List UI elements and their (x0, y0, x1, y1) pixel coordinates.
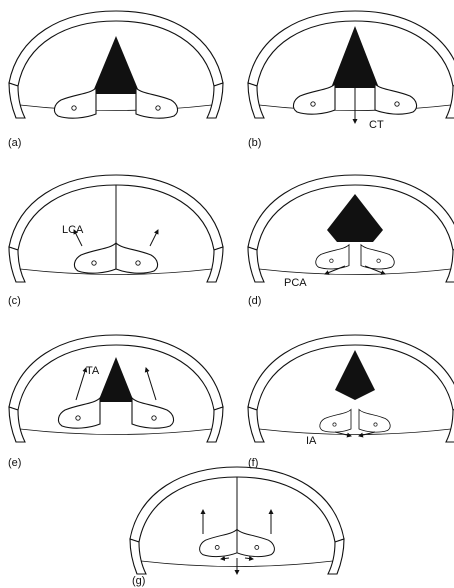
panel-a-letter: (a) (8, 137, 21, 149)
panel-c-label: LCA (62, 224, 84, 236)
panel-g (130, 467, 344, 574)
panel-f (248, 335, 454, 442)
panel-b (248, 11, 454, 123)
panel-e (9, 335, 223, 442)
panel-a (9, 11, 223, 118)
panel-e-letter: (e) (8, 457, 21, 469)
panel-c (9, 175, 223, 282)
panel-d (248, 175, 454, 282)
panel-g-letter: (g) (132, 575, 145, 587)
panel-f-letter: (f) (248, 457, 258, 469)
panel-e-label: TA (86, 365, 100, 377)
panel-b-label: CT (369, 119, 384, 131)
panel-c-letter: (c) (8, 295, 21, 307)
panel-b-letter: (b) (248, 137, 261, 149)
panel-d-letter: (d) (248, 295, 261, 307)
panel-d-label: PCA (284, 277, 307, 289)
panel-f-label: IA (306, 435, 317, 447)
